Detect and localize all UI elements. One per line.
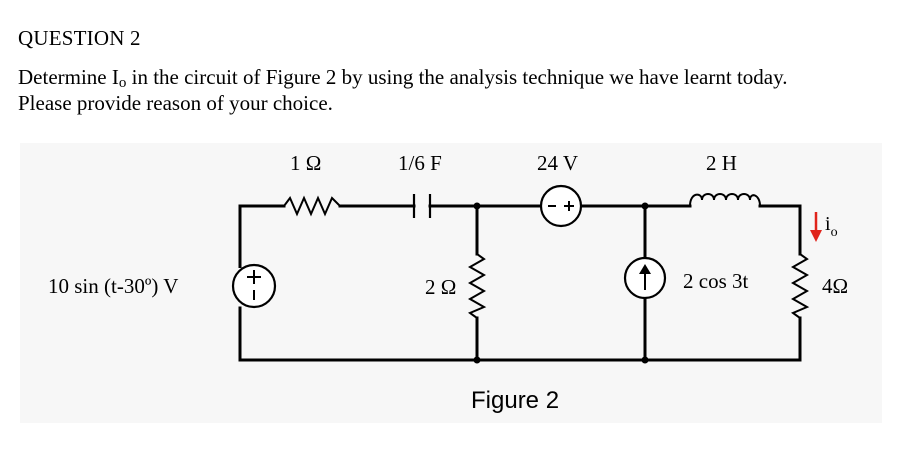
junction-dots (473, 202, 649, 364)
question-text: Determine Io in the circuit of Figure 2 … (18, 64, 898, 116)
label-resistor-4: 4Ω (822, 274, 848, 298)
voltage-source-24v (539, 184, 583, 228)
ac-voltage-source (231, 263, 277, 309)
io-subscript: o (118, 75, 127, 91)
label-current-sub: o (831, 225, 838, 240)
label-current-source: 2 cos 3t (683, 269, 748, 293)
question-line-1-prefix: Determine I (18, 65, 119, 89)
label-resistor-2: 2 Ω (425, 275, 456, 299)
question-title: QUESTION 2 (18, 26, 141, 50)
current-source (623, 256, 667, 300)
current-arrow-icon (810, 212, 822, 242)
label-capacitor: 1/6 F (398, 151, 442, 175)
capacitor (412, 194, 432, 218)
label-current-main: i (825, 213, 831, 235)
label-inductor: 2 H (706, 151, 737, 175)
figure-caption: Figure 2 (471, 387, 559, 414)
label-ac-source: 10 sin (t-30º) V (48, 274, 178, 298)
resistor-4-ohm (790, 253, 810, 319)
label-current-io: io (825, 213, 838, 240)
question-line-1-suffix: in the circuit of Figure 2 by using the … (126, 65, 788, 89)
label-voltage-24: 24 V (537, 151, 578, 175)
label-resistor-1: 1 Ω (290, 151, 321, 175)
figure-panel (20, 143, 882, 423)
resistor-2-ohm (467, 253, 487, 319)
circuit-wires (238, 204, 802, 362)
inductor-2h (689, 193, 761, 207)
question-line-2: Please provide reason of your choice. (18, 91, 333, 115)
resistor-1-ohm (283, 195, 341, 217)
question-line-1: Determine Io in the circuit of Figure 2 … (18, 64, 898, 91)
